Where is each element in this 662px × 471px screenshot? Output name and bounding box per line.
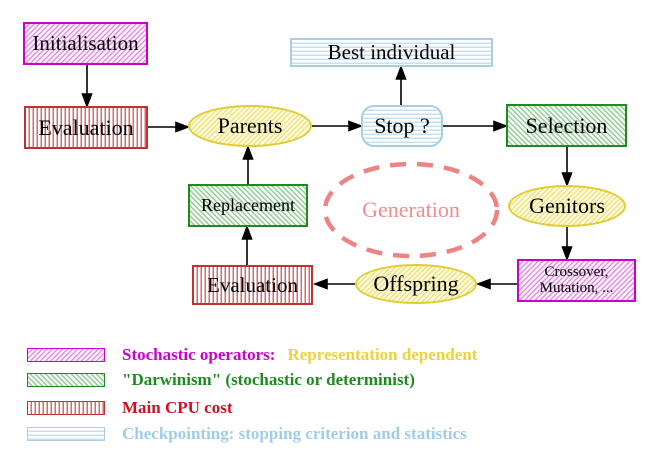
arrowhead-evaluation-to-replacement bbox=[241, 224, 253, 240]
arrowhead-selection-to-genitors bbox=[561, 172, 573, 188]
node-crossover-mutation: Crossover, Mutation, ... bbox=[517, 259, 636, 302]
node-best-individual: Best individual bbox=[290, 38, 493, 67]
node-stop: Stop ? bbox=[361, 105, 443, 147]
arrowhead-offspring-to-evaluation bbox=[312, 278, 328, 290]
node-evaluation-top: Evaluation bbox=[24, 106, 148, 149]
node-genitors: Genitors bbox=[508, 185, 626, 227]
node-parents-label: Parents bbox=[217, 113, 283, 139]
node-selection-label: Selection bbox=[525, 112, 608, 138]
legend-row-cpu-cost: Main CPU cost bbox=[27, 398, 232, 418]
generation-label: Generation bbox=[362, 197, 460, 222]
legend-checkpointing-label: Checkpointing: stopping criterion and st… bbox=[122, 424, 467, 443]
node-best-individual-label: Best individual bbox=[327, 40, 456, 65]
node-evaluation-top-label: Evaluation bbox=[38, 114, 134, 140]
node-initialisation: Initialisation bbox=[23, 22, 148, 65]
node-initialisation-label: Initialisation bbox=[32, 31, 139, 56]
arrowhead-stop-to-best-individual bbox=[395, 64, 407, 80]
arrowhead-parents-to-stop bbox=[348, 120, 364, 132]
node-replacement: Replacement bbox=[188, 184, 308, 227]
node-evaluation-bottom-label: Evaluation bbox=[207, 272, 298, 297]
legend-representation-label: Representation dependent bbox=[287, 345, 478, 364]
arrowhead-genitors-to-crossover bbox=[561, 246, 573, 262]
node-offspring-label: Offspring bbox=[373, 271, 459, 297]
node-selection: Selection bbox=[506, 104, 627, 147]
legend-row-stochastic: Stochastic operators: Representation dep… bbox=[27, 345, 477, 365]
arrowhead-initialisation-to-evaluation bbox=[81, 93, 93, 109]
node-evaluation-bottom: Evaluation bbox=[192, 265, 313, 305]
node-stop-label: Stop ? bbox=[374, 113, 430, 139]
node-crossover-label-line2: Mutation, ... bbox=[539, 279, 614, 296]
node-genitors-label: Genitors bbox=[529, 193, 605, 219]
arrowhead-evaluation-to-parents bbox=[175, 121, 191, 133]
arrowhead-crossover-to-offspring bbox=[475, 278, 491, 290]
blue-hatch-swatch-icon bbox=[27, 427, 105, 441]
legend-cpu-label: Main CPU cost bbox=[122, 398, 233, 417]
node-replacement-label: Replacement bbox=[201, 195, 295, 216]
legend-darwinism-label: "Darwinism" (stochastic or determinist) bbox=[122, 370, 415, 389]
magenta-hatch-swatch-icon bbox=[27, 348, 105, 362]
red-hatch-swatch-icon bbox=[27, 401, 105, 415]
legend-row-checkpointing: Checkpointing: stopping criterion and st… bbox=[27, 424, 467, 444]
green-hatch-swatch-icon bbox=[27, 373, 105, 387]
legend-stochastic-label: Stochastic operators: bbox=[122, 345, 276, 364]
legend-row-darwinism: "Darwinism" (stochastic or determinist) bbox=[27, 370, 415, 390]
arrowhead-stop-to-selection bbox=[493, 120, 509, 132]
node-parents: Parents bbox=[188, 105, 312, 147]
node-crossover-label-line1: Crossover, bbox=[544, 263, 609, 280]
arrowhead-replacement-to-parents bbox=[242, 144, 254, 160]
node-offspring: Offspring bbox=[355, 264, 477, 304]
